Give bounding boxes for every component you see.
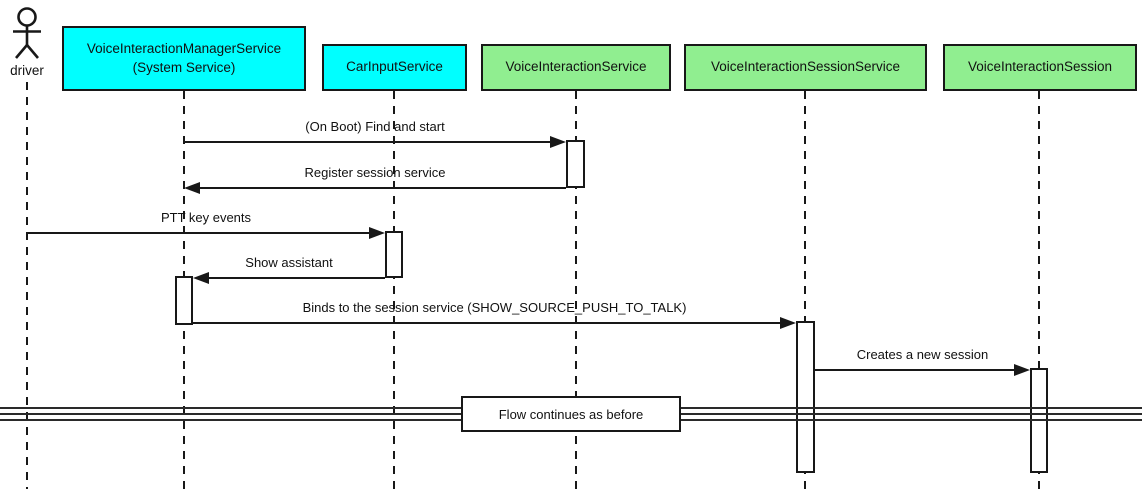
participant-voice-interaction-service: VoiceInteractionService	[481, 44, 671, 91]
divider-label-box: Flow continues as before	[461, 396, 681, 432]
activation-car-input-service	[385, 231, 403, 278]
lifeline-driver	[26, 82, 28, 489]
message-show-assistant-label: Show assistant	[245, 255, 333, 270]
message-binds-to-session-service-line	[193, 322, 782, 324]
message-ptt-key-events-label: PTT key events	[160, 210, 252, 225]
participant-voice-interaction-session: VoiceInteractionSession	[943, 44, 1137, 91]
participant-car-input-service: CarInputService	[322, 44, 467, 91]
message-show-assistant-line	[208, 277, 385, 279]
lifeline-car-input-service	[393, 91, 395, 489]
actor-driver-label: driver	[10, 63, 44, 78]
activation-voice-interaction-manager-service	[175, 276, 193, 325]
message-register-session-service-line	[199, 187, 566, 189]
message-ptt-key-events-line	[27, 232, 371, 234]
participant-voice-interaction-manager-service: VoiceInteractionManagerService (System S…	[62, 26, 306, 91]
message-on-boot-find-and-start-label: (On Boot) Find and start	[305, 119, 445, 134]
message-creates-new-session-line	[815, 369, 1016, 371]
activation-voice-interaction-session-service	[796, 321, 815, 473]
arrowhead-right-icon	[550, 136, 566, 148]
message-register-session-service-label: Register session service	[304, 165, 446, 180]
arrowhead-left-icon	[193, 272, 209, 284]
actor-driver-icon	[13, 7, 41, 59]
lifeline-voice-interaction-session	[1038, 91, 1040, 489]
participant-voice-interaction-session-service: VoiceInteractionSessionService	[684, 44, 927, 91]
activation-voice-interaction-service	[566, 140, 585, 188]
message-binds-to-session-service-label: Binds to the session service (SHOW_SOURC…	[302, 300, 687, 315]
lifeline-voice-interaction-service	[575, 91, 577, 489]
arrowhead-right-icon	[780, 317, 796, 329]
lifeline-voice-interaction-session-service	[804, 91, 806, 489]
arrowhead-right-icon	[1014, 364, 1030, 376]
arrowhead-left-icon	[184, 182, 200, 194]
message-creates-new-session-label: Creates a new session	[856, 347, 989, 362]
arrowhead-right-icon	[369, 227, 385, 239]
message-on-boot-find-and-start-line	[184, 141, 552, 143]
